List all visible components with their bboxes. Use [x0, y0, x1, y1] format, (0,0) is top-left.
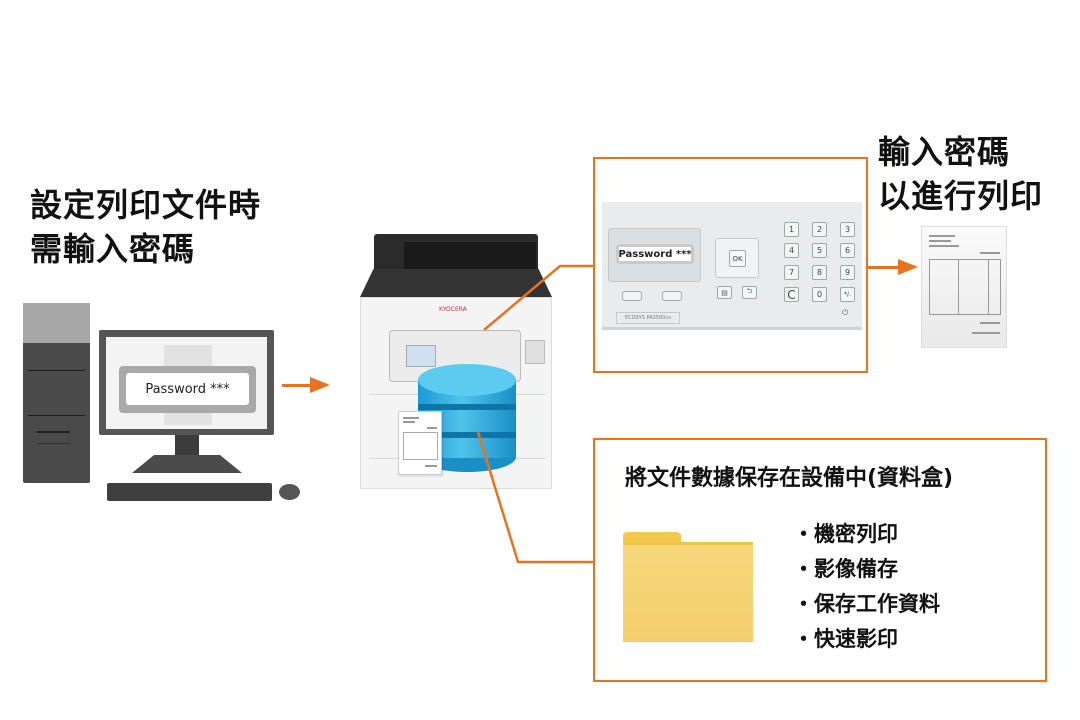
- doc-line: [929, 245, 959, 247]
- control-panel-illustration: Password *** ECOSYS PA3500cx OK ▤ ⮌ 1 2 …: [602, 202, 862, 330]
- key-7: 7: [784, 265, 799, 280]
- back-key-icon: ⮌: [742, 286, 757, 299]
- doc-line: [425, 465, 437, 467]
- tower-top: [23, 303, 90, 343]
- database-top: [418, 364, 516, 396]
- ok-button: OK: [729, 250, 746, 267]
- left-caption: 設定列印文件時 需輸入密碼: [30, 183, 261, 271]
- doc-line: [427, 427, 437, 429]
- doc-line: [929, 235, 955, 237]
- feature-item: ・快速影印: [793, 627, 898, 651]
- monitor-stand: [175, 435, 199, 457]
- doc-line: [980, 252, 1000, 254]
- printer-logo: KYOCERA: [439, 306, 467, 313]
- left-caption-line1: 設定列印文件時: [30, 186, 262, 224]
- feature-item: ・影像備存: [793, 557, 898, 581]
- feature-list: ・機密列印 ・影像備存 ・保存工作資料 ・快速影印: [793, 517, 940, 657]
- control-panel-closeup-box: Password *** ECOSYS PA3500cx OK ▤ ⮌ 1 2 …: [593, 157, 868, 373]
- arrow-pc-to-printer-line: [282, 384, 312, 387]
- keyboard-icon: [107, 483, 272, 501]
- left-caption-line2: 需輸入密碼: [30, 230, 196, 268]
- soft-key-left: [622, 291, 642, 301]
- key-0: 0: [812, 287, 827, 302]
- feature-item: ・保存工作資料: [793, 592, 940, 616]
- power-icon: ⏻: [842, 308, 849, 317]
- feature-item: ・機密列印: [793, 522, 898, 546]
- mouse-icon: [279, 484, 300, 500]
- document-icon: [398, 411, 442, 475]
- model-label: ECOSYS PA3500cx: [616, 312, 680, 324]
- doc-table: [403, 432, 438, 460]
- key-1: 1: [784, 222, 799, 237]
- database-band: [418, 432, 516, 438]
- right-caption-line1: 輸入密碼: [878, 133, 1011, 171]
- key-clear: C: [784, 287, 799, 302]
- database-band: [418, 404, 516, 410]
- lcd-frame: Password ***: [608, 228, 701, 282]
- password-field: Password ***: [126, 373, 249, 405]
- key-5: 5: [812, 243, 827, 258]
- doc-line: [403, 417, 419, 419]
- key-8: 8: [812, 265, 827, 280]
- pc-tower-icon: [23, 303, 90, 483]
- dpad: OK: [715, 238, 759, 278]
- storage-title: 將文件數據保存在設備中(資料盒): [625, 466, 954, 491]
- folder-icon: [623, 532, 753, 642]
- tower-slot: [37, 431, 70, 433]
- tower-bay-divider: [28, 370, 85, 371]
- printed-document-icon: [921, 226, 1007, 348]
- key-9: 9: [840, 265, 855, 280]
- doc-line: [929, 240, 951, 242]
- right-caption-line2: 以進行列印: [878, 177, 1044, 215]
- menu-key-icon: ▤: [717, 286, 732, 299]
- key-3: 3: [840, 222, 855, 237]
- soft-key-right: [662, 291, 682, 301]
- printer-output-tray: [404, 242, 536, 272]
- right-caption: 輸入密碼 以進行列印: [878, 130, 1043, 218]
- tower-slot: [37, 443, 70, 444]
- printer-side-handle: [525, 340, 545, 364]
- document-box-storage: 將文件數據保存在設備中(資料盒) ・機密列印 ・影像備存 ・保存工作資料 ・快速…: [593, 438, 1047, 682]
- doc-line: [980, 322, 1000, 324]
- doc-line: [972, 332, 1000, 334]
- doc-column: [988, 260, 989, 314]
- key-2: 2: [812, 222, 827, 237]
- printer-lcd: [406, 345, 436, 367]
- arrow-right-icon: [310, 377, 330, 393]
- monitor-base: [132, 455, 242, 473]
- lcd-display: Password ***: [616, 244, 694, 264]
- printer-top-edge: [360, 269, 552, 297]
- password-dialog: Password ***: [119, 366, 256, 413]
- monitor-screen: Password ***: [106, 337, 267, 429]
- key-symbol: */.: [840, 287, 855, 302]
- doc-table: [929, 259, 1001, 315]
- folder-body: [623, 542, 753, 642]
- monitor-icon: Password ***: [99, 330, 274, 435]
- tower-bay-divider: [28, 415, 85, 416]
- arrow-right-icon: [898, 259, 918, 275]
- key-4: 4: [784, 243, 799, 258]
- doc-line: [403, 421, 415, 423]
- key-6: 6: [840, 243, 855, 258]
- doc-column: [958, 260, 959, 314]
- arrow-to-printout-line: [868, 266, 900, 269]
